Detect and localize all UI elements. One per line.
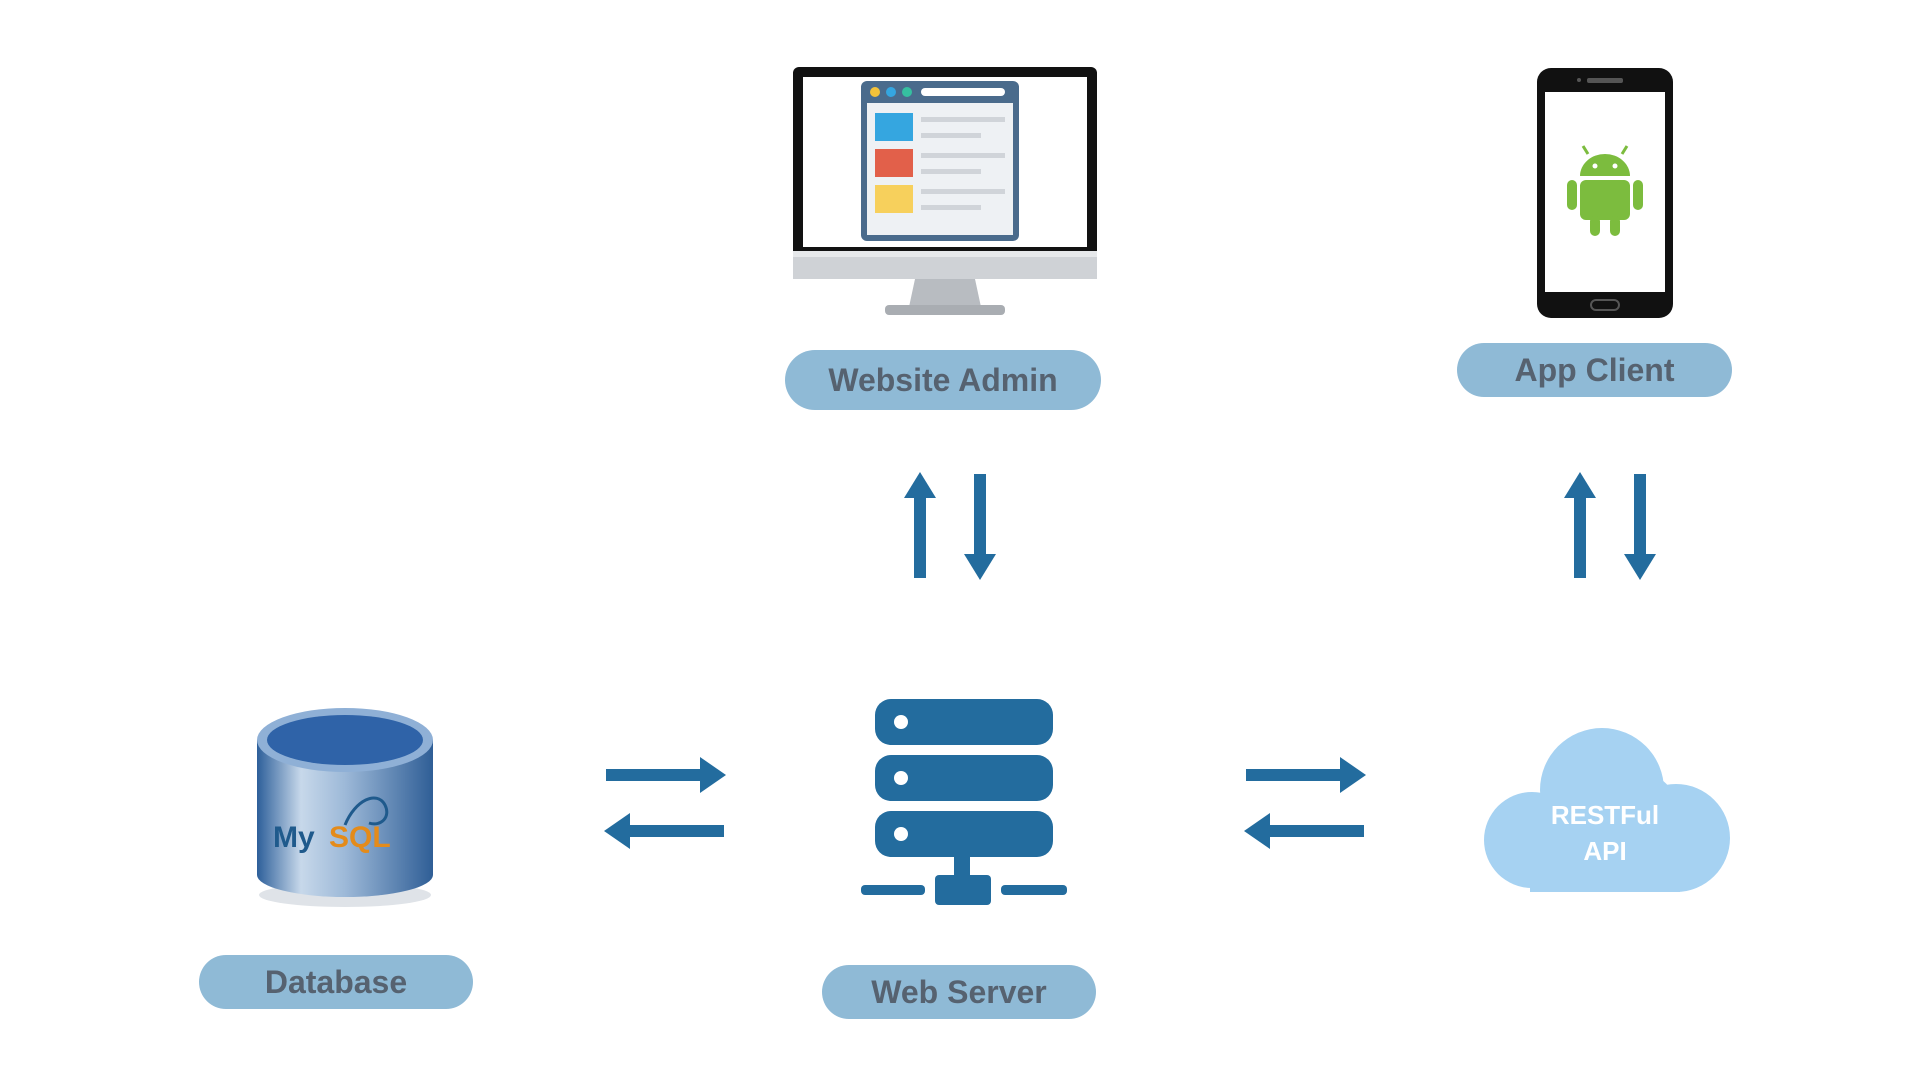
mysql-logo-sql: SQL (329, 821, 391, 854)
server-api-arrows (1244, 757, 1366, 849)
arrow-left-icon (1244, 813, 1364, 849)
app-client-label: App Client (1457, 343, 1732, 397)
arrow-down-icon (1624, 474, 1656, 580)
mysql-logo-my: My (273, 821, 315, 854)
website-admin-label: Website Admin (785, 350, 1101, 410)
web-server-label: Web Server (822, 965, 1096, 1019)
desktop-monitor-icon (793, 67, 1097, 315)
arrow-down-icon (964, 474, 996, 580)
arrow-up-icon (904, 472, 936, 578)
server-stack-icon (861, 699, 1067, 905)
app-api-arrows (1564, 472, 1656, 580)
restful-api-label-line2: API (1583, 836, 1626, 866)
arrow-right-icon (1246, 757, 1366, 793)
arrow-right-icon (606, 757, 726, 793)
mysql-database-icon: My SQL (257, 708, 433, 907)
database-label: Database (199, 955, 473, 1009)
android-phone-icon (1537, 68, 1673, 318)
arrow-up-icon (1564, 472, 1596, 578)
restful-api-label-line1: RESTFul (1551, 800, 1659, 830)
database-server-arrows (604, 757, 726, 849)
admin-server-arrows (904, 472, 996, 580)
cloud-icon: RESTFul API (1484, 728, 1730, 892)
arrow-left-icon (604, 813, 724, 849)
